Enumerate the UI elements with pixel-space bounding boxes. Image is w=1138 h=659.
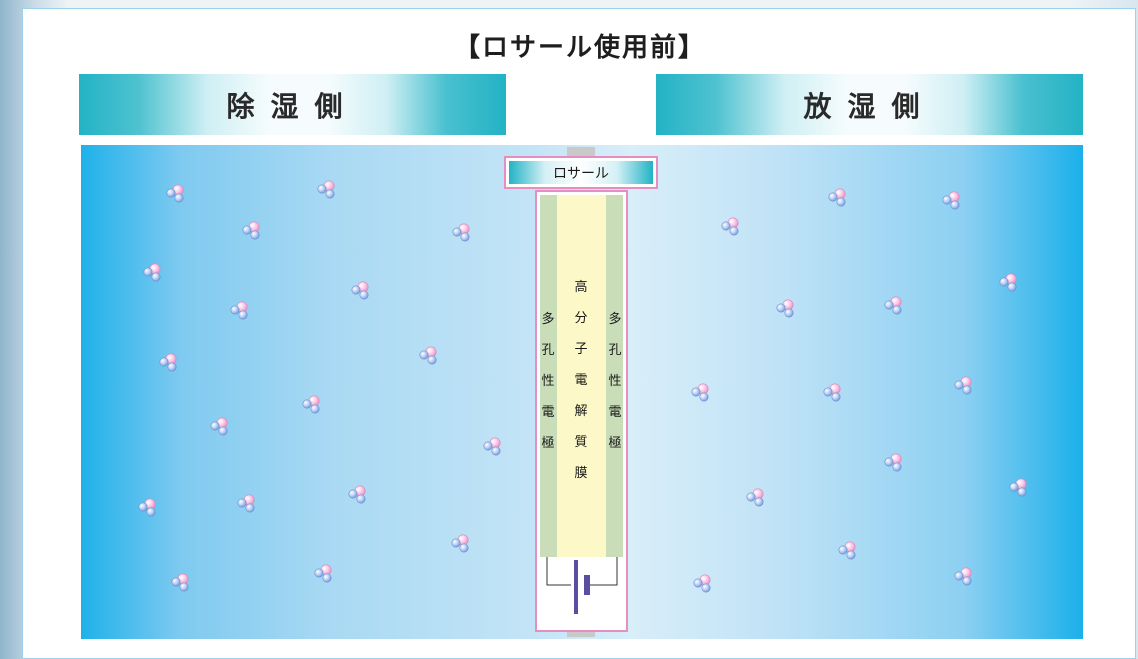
water-molecule-icon — [237, 494, 255, 513]
dehumidify-side-header: 除湿側 — [79, 74, 506, 135]
water-molecule-icon — [942, 191, 960, 210]
left-electrode — [540, 195, 557, 557]
water-molecule-icon — [242, 221, 260, 240]
water-molecule-icon — [302, 395, 320, 414]
release-side-label: 放湿側 — [803, 89, 936, 123]
dehumidify-side-label: 除湿側 — [226, 89, 359, 123]
water-molecule-icon — [348, 485, 366, 504]
rosal-device: 多孔性電極 高分子電解質膜 多孔性電極 — [535, 190, 628, 632]
water-molecule-icon — [1009, 478, 1027, 497]
circuit-wire-left — [546, 557, 571, 586]
water-molecule-icon — [419, 346, 437, 365]
right-electrode-label: 多孔性電極 — [608, 311, 621, 451]
water-molecule-icon — [838, 541, 856, 560]
water-molecule-icon — [721, 217, 739, 236]
diagram-title: 【ロサール使用前】 — [453, 33, 706, 63]
left-electrode-label: 多孔性電極 — [541, 311, 554, 451]
release-side-header: 放湿側 — [656, 74, 1083, 135]
device-label-box: ロサール — [504, 156, 658, 189]
membrane-label: 高分子電解質膜 — [574, 279, 587, 481]
water-molecule-icon — [746, 488, 764, 507]
water-molecule-icon — [884, 453, 902, 472]
water-molecule-icon — [823, 383, 841, 402]
water-molecules-left — [138, 180, 501, 592]
water-molecule-icon — [171, 573, 189, 592]
water-molecule-icon — [693, 574, 711, 593]
water-molecule-icon — [828, 188, 846, 207]
device-label: ロサール — [553, 166, 609, 182]
water-molecule-icon — [691, 383, 709, 402]
water-molecule-icon — [884, 296, 902, 315]
water-molecule-icon — [452, 223, 470, 242]
water-molecule-icon — [776, 299, 794, 318]
water-molecule-icon — [351, 281, 369, 300]
water-molecule-icon — [210, 417, 228, 436]
water-molecule-icon — [314, 564, 332, 583]
humidity-chamber: ロサール 多孔性電極 高分子電解質膜 多孔性 — [81, 145, 1083, 639]
battery-icon — [574, 560, 590, 614]
water-molecule-icon — [999, 273, 1017, 292]
water-molecule-icon — [483, 437, 501, 456]
water-molecule-icon — [230, 301, 248, 320]
electrolyte-membrane — [557, 195, 606, 557]
water-molecule-icon — [317, 180, 335, 199]
water-molecule-icon — [954, 567, 972, 586]
water-molecule-icon — [159, 353, 177, 372]
circuit-wire-right — [589, 557, 618, 586]
chamber-drawing: ロサール 多孔性電極 高分子電解質膜 多孔性 — [138, 147, 1027, 637]
water-molecule-icon — [166, 184, 184, 203]
right-electrode — [606, 195, 623, 557]
water-molecules-right — [691, 188, 1027, 593]
water-molecule-icon — [451, 534, 469, 553]
water-molecule-icon — [138, 498, 156, 517]
diagram-frame: 【ロサール使用前】 除湿側 放湿側 — [22, 8, 1136, 659]
water-molecule-icon — [954, 376, 972, 395]
water-molecule-icon — [143, 263, 161, 282]
